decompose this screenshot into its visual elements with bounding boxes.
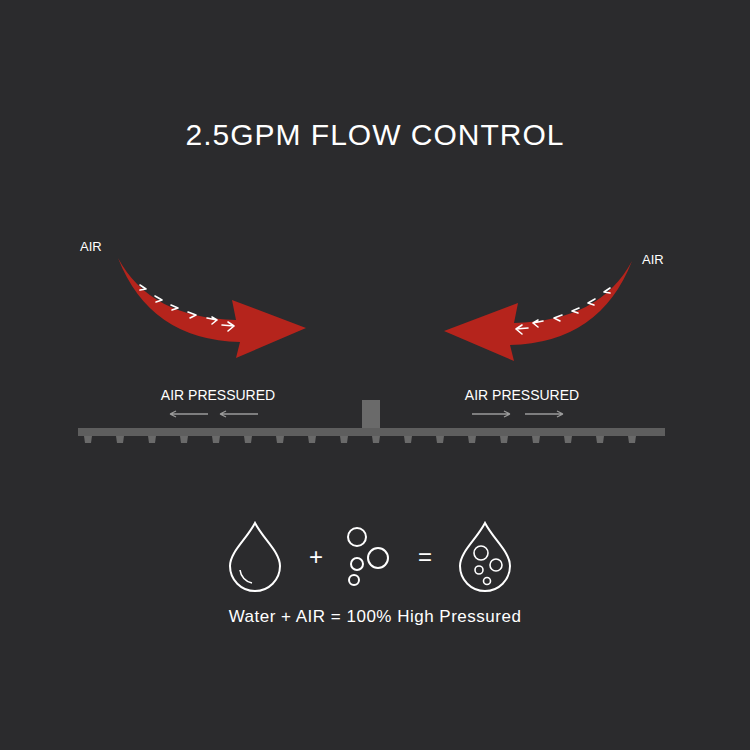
air-label: AIR (642, 253, 664, 267)
water-air-icons (230, 523, 510, 591)
pressure-label: AIR PRESSURED (161, 388, 275, 403)
nozzle (308, 436, 316, 443)
nozzle (116, 436, 124, 443)
caption: Water + AIR = 100% High Pressured (229, 608, 522, 627)
air-arrow (444, 261, 632, 361)
nozzle (372, 436, 380, 443)
nozzle (212, 436, 220, 443)
nozzle (84, 436, 92, 443)
nozzle (404, 436, 412, 443)
nozzle (436, 436, 444, 443)
title: 2.5GPM FLOW CONTROL (185, 118, 564, 151)
air-label: AIR (80, 240, 102, 254)
nozzle (596, 436, 604, 443)
nozzle (532, 436, 540, 443)
equals-sign: = (418, 544, 432, 570)
shower-head (78, 400, 665, 443)
nozzle (244, 436, 252, 443)
nozzle (468, 436, 476, 443)
nozzle (340, 436, 348, 443)
pressure-label: AIR PRESSURED (465, 388, 579, 403)
nozzle (148, 436, 156, 443)
air-arrow (118, 258, 306, 358)
nozzle (276, 436, 284, 443)
nozzle (564, 436, 572, 443)
nozzle (628, 436, 636, 443)
nozzle (180, 436, 188, 443)
plus-sign: + (309, 544, 323, 570)
nozzle (500, 436, 508, 443)
